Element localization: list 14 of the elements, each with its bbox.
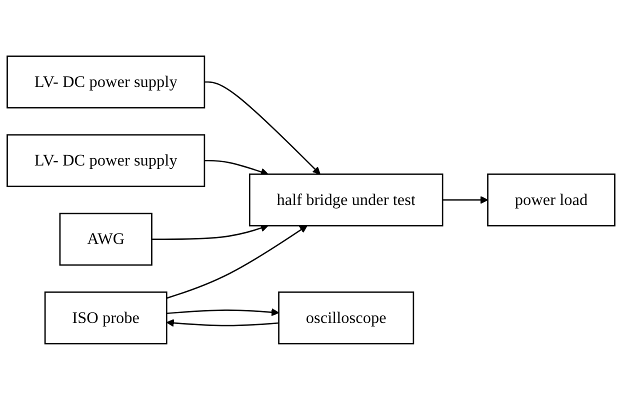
node-box: AWG — [59, 212, 152, 266]
node-box: ISO probe — [44, 292, 168, 344]
node-box: oscilloscope — [278, 292, 414, 344]
arrow — [204, 81, 320, 175]
node-box: half bridge under test — [248, 174, 444, 226]
arrow — [152, 224, 268, 240]
arrow — [166, 319, 279, 327]
arrow — [442, 196, 488, 204]
arrow — [166, 225, 308, 299]
node-box: power load — [487, 174, 616, 226]
arrow — [166, 308, 280, 316]
arrow — [204, 160, 268, 176]
node-box: LV- DC power supply — [6, 134, 206, 188]
node-box: LV- DC power supply — [6, 56, 206, 108]
